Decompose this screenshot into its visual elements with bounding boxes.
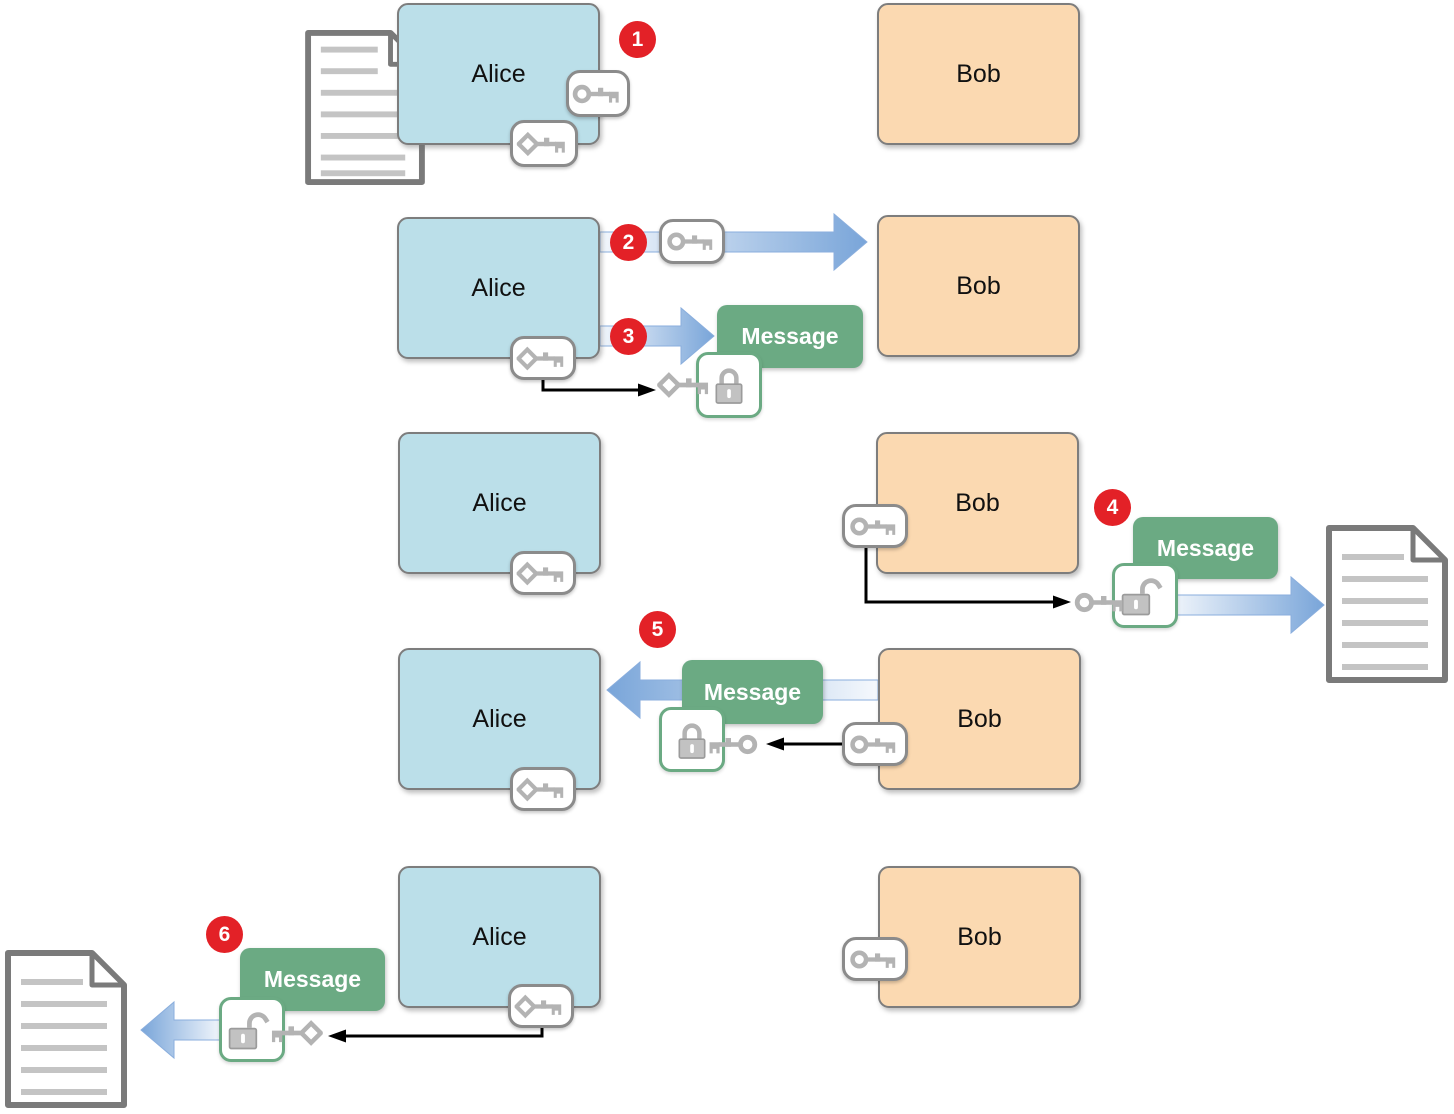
message-label: Message [263,966,362,992]
document-icon [1325,524,1449,684]
round-bow-key-glyph [848,510,902,543]
bob-box-row4: Bob [878,648,1081,790]
private-key-icon [510,120,578,167]
public-key-icon [842,504,908,548]
diamond-bow-key-glyph [516,127,572,161]
message-label: Message [703,678,802,705]
alice-label: Alice [472,704,527,733]
round-bow-key-glyph [571,77,625,111]
round-bow-key-glyph [848,943,902,976]
diamond-bow-key-glyph [516,342,570,375]
bob-label: Bob [957,922,1002,951]
arrow-step6-decrypt [140,1000,224,1060]
private-key-icon [657,367,715,403]
bob-label: Bob [956,271,1001,300]
alice-box-row4: Alice [398,648,601,790]
alice-label: Alice [472,488,527,517]
message-box: Message [1133,517,1278,579]
step-3-badge: 3 [610,318,647,355]
message-box: Message [240,948,385,1011]
step-5-badge: 5 [639,611,676,648]
diamond-bow-key-glyph [514,990,568,1023]
key-use-arrow-step4 [864,548,1071,609]
diamond-bow-key-glyph [516,773,570,806]
round-bow-key-glyph [665,225,719,258]
key-use-arrow-step3 [541,378,656,397]
padlock-locked-icon [659,707,725,772]
private-key-icon [510,551,576,595]
key-use-arrow-step6 [328,1027,544,1043]
alice-box-row5: Alice [398,866,601,1008]
public-key-icon [1073,585,1129,620]
public-key-icon [703,727,759,762]
message-label: Message [1156,534,1255,561]
bob-box-row1: Bob [877,3,1080,145]
bob-box-row5: Bob [878,866,1081,1008]
private-key-icon [510,336,576,380]
step-2-badge: 2 [610,224,647,261]
bob-box-row2: Bob [877,215,1080,357]
alice-label: Alice [472,922,527,951]
bob-label: Bob [956,59,1001,88]
public-key-icon [566,70,630,117]
round-bow-key-glyph [848,728,902,761]
public-key-icon [659,219,725,264]
bob-box-row3: Bob [876,432,1079,574]
alice-box-row2: Alice [397,217,600,359]
padlock-unlocked-icon [219,997,285,1062]
arrow-step4-decrypt [1168,575,1325,635]
key-use-arrow-step5 [766,737,842,751]
alice-box-row3: Alice [398,432,601,574]
public-key-icon [842,722,908,766]
alice-box-row1: Alice [397,3,600,145]
alice-label: Alice [471,59,526,88]
padlock-unlocked-icon [1112,563,1178,628]
bob-label: Bob [955,488,1000,517]
message-label: Message [741,323,839,349]
closed-padlock-glyph [711,363,747,407]
step-6-badge: 6 [206,916,243,953]
private-key-icon [510,767,576,811]
step-1-badge: 1 [619,21,656,58]
private-key-icon [265,1015,323,1051]
document-icon [4,948,128,1110]
public-key-icon [842,937,908,981]
private-key-icon [508,984,574,1028]
step-4-badge: 4 [1094,489,1131,526]
alice-label: Alice [471,273,526,302]
diamond-bow-key-glyph [516,557,570,590]
message-box: Message [682,660,823,724]
bob-label: Bob [957,704,1002,733]
